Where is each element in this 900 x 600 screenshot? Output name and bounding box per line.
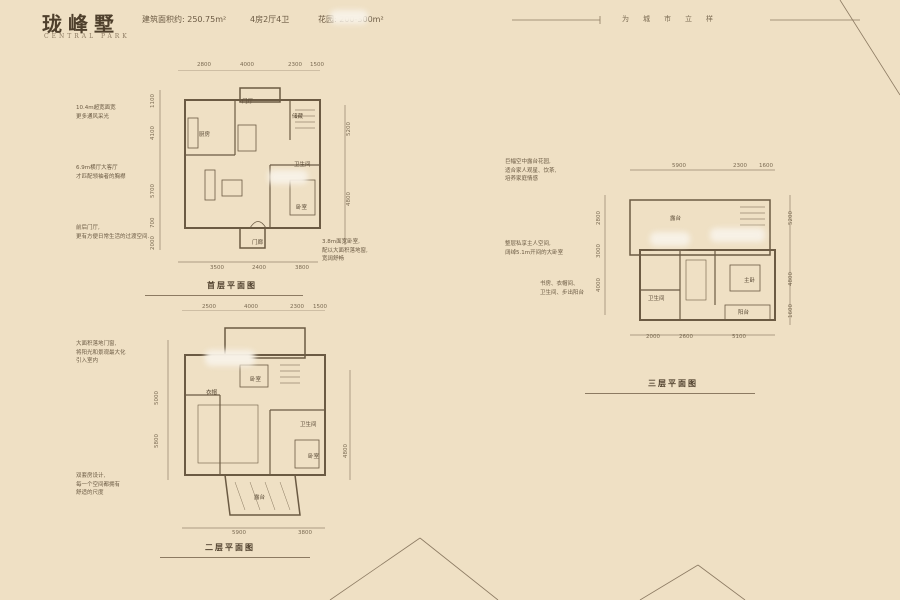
note-master: 整层私享主人空间, 阔绰5.1m开间的大卧室 — [505, 241, 564, 256]
third-floor-title: 三层平面图 — [648, 379, 698, 388]
dim-label: 2500 — [202, 304, 216, 310]
dim-label: 4000 — [244, 304, 258, 310]
watermark-blur — [205, 350, 255, 366]
room-bath: 卫生间 — [294, 162, 311, 168]
room-bedroom: 卧室 — [250, 377, 262, 383]
slogan: 为城市立样 — [622, 15, 727, 23]
room-bedroom: 卧室 — [296, 205, 308, 211]
watermark-blur — [650, 232, 690, 246]
dim-label: 5200 — [788, 211, 794, 225]
dim-label: 1500 — [310, 62, 324, 68]
brand-subtitle: CENTRAL PARK — [44, 33, 130, 40]
dim-label: 5900 — [672, 163, 686, 169]
room-bath: 卫生间 — [648, 296, 665, 302]
room-cloak: 衣帽 — [206, 390, 218, 396]
note-double: 双套房设计, 每一个空间都拥有 舒适的尺度 — [76, 473, 121, 496]
dim-label: 2800 — [197, 62, 211, 68]
dim-label: 2300 — [288, 62, 302, 68]
room-entry: 门廊 — [252, 240, 264, 246]
dim-label: 4000 — [240, 62, 254, 68]
title-underline — [585, 393, 755, 394]
dim-label: 2000 — [150, 236, 156, 250]
note-court: 前后门厅, 更有方便日常生活的过渡空间. — [76, 225, 150, 240]
room-master: 主卧 — [744, 278, 756, 284]
room-storage: 储藏 — [292, 114, 304, 120]
title-underline — [160, 557, 310, 558]
dim-label: 3800 — [295, 265, 309, 271]
dim-label: 4100 — [150, 126, 156, 140]
dim-label: 3800 — [298, 530, 312, 536]
note-garden: 巨幅空中露台花园, 适合家人观星、饮茶, 培养家庭情感 — [505, 159, 557, 182]
second-floor-title: 二层平面图 — [205, 543, 255, 552]
dim-label: 2300 — [733, 163, 747, 169]
watermark-blur — [710, 228, 765, 242]
brand-title: 珑峰墅 — [42, 12, 120, 36]
third-floor-plan — [604, 169, 791, 336]
dim-label: 5900 — [232, 530, 246, 536]
note-window: 10.4m超宽面宽 更多通风采光 — [76, 105, 116, 120]
note-window: 大面积落地门窗, 将阳光和景观最大化 引入室内 — [76, 341, 126, 364]
dim-label: 4000 — [596, 278, 602, 292]
watermark-blur — [268, 170, 308, 184]
dim-label: 5800 — [154, 434, 160, 448]
dim-label: 1500 — [313, 304, 327, 310]
dim-label: 4800 — [788, 272, 794, 286]
dim-label: 2600 — [679, 334, 693, 340]
dim-label: 5700 — [150, 184, 156, 198]
dim-label: 2800 — [596, 211, 602, 225]
room-foyer: 门厅 — [242, 99, 254, 105]
note-living: 6.9m横厅大客厅 才匹配领袖者的胸襟 — [76, 165, 126, 180]
dim-label: 5200 — [346, 122, 352, 136]
dim-label: 4800 — [346, 192, 352, 206]
dim-label: 4800 — [343, 444, 349, 458]
dim-label: 700 — [150, 217, 156, 229]
dim-label: 2300 — [290, 304, 304, 310]
dim-label: 2400 — [252, 265, 266, 271]
dim-label: 1600 — [759, 163, 773, 169]
room-bath: 卫生间 — [300, 422, 317, 428]
note-study: 书房、衣帽间、 卫生间、步出阳台 — [540, 281, 585, 296]
room-terrace: 露台 — [254, 495, 266, 501]
area-spec: 建筑面积约: 250.75m² — [142, 15, 227, 24]
note-bedroom: 3.8m面宽卧室, 配以大面积落地窗, 宽阔舒畅 — [322, 239, 368, 262]
dim-label: 1100 — [150, 94, 156, 108]
room-terrace: 露台 — [670, 216, 682, 222]
dim-label: 2000 — [646, 334, 660, 340]
room-kitchen: 厨房 — [199, 132, 211, 138]
room-balcony: 阳台 — [738, 310, 750, 316]
first-floor-title: 首层平面图 — [207, 281, 257, 290]
dim-label: 1600 — [788, 304, 794, 318]
dim-label: 3500 — [210, 265, 224, 271]
dim-label: 5100 — [732, 334, 746, 340]
second-floor-plan — [167, 310, 351, 529]
watermark-blur — [330, 10, 368, 24]
layout-spec: 4房2厅4卫 — [250, 15, 290, 24]
dim-label: 3000 — [596, 244, 602, 258]
dim-label: 5000 — [154, 391, 160, 405]
title-underline — [145, 295, 303, 296]
room-bedroom: 卧室 — [308, 454, 320, 460]
